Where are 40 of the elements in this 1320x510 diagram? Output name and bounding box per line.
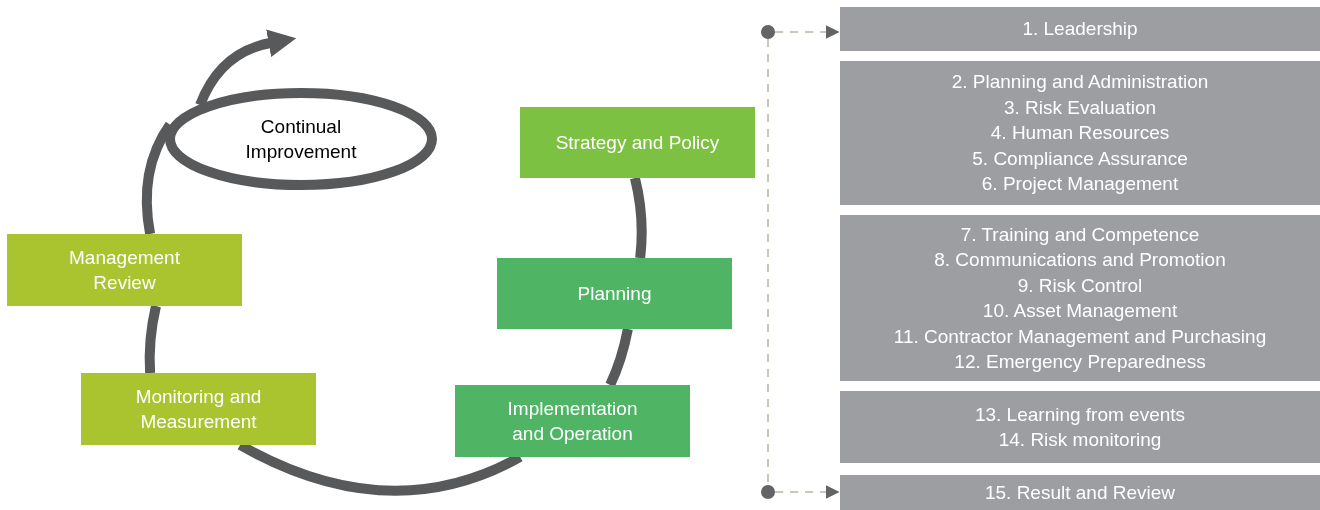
arrow bbox=[774, 485, 840, 499]
connector-line bbox=[630, 176, 647, 259]
loop-label: Continual Improvement bbox=[244, 114, 358, 164]
box-label: Implementation and Operation bbox=[506, 396, 639, 446]
element-box bbox=[840, 391, 1320, 463]
box-label: Strategy and Policy bbox=[554, 130, 721, 155]
box-label: Management Review bbox=[68, 245, 181, 295]
dot-marker bbox=[761, 25, 775, 39]
box-label: 11. Contractor Management and Purchasing bbox=[893, 324, 1267, 349]
box-label: 12. Emergency Preparedness bbox=[954, 350, 1206, 374]
stage-box bbox=[455, 385, 690, 457]
box-label: 9. Risk Control bbox=[1017, 273, 1143, 298]
arrow bbox=[774, 25, 840, 39]
connector-line bbox=[605, 328, 633, 388]
stage-box bbox=[497, 258, 732, 329]
box-label: Planning bbox=[576, 281, 653, 306]
box-label: 5. Compliance Assurance bbox=[972, 146, 1188, 171]
stage-box bbox=[520, 107, 755, 178]
box-label: 15. Result and Review bbox=[984, 480, 1176, 505]
box-label: 7. Training and Competence bbox=[960, 222, 1200, 247]
stage-box bbox=[7, 234, 242, 306]
box-label: 6. Project Management bbox=[981, 172, 1179, 197]
element-box bbox=[840, 61, 1320, 205]
box-label: 8. Communications and Promotion bbox=[934, 248, 1226, 272]
dot-marker bbox=[761, 485, 775, 499]
arrow bbox=[195, 29, 297, 107]
box-label: 3. Risk Evaluation bbox=[1003, 95, 1157, 120]
loop-ellipse bbox=[165, 88, 437, 190]
box-label: 4. Human Resources bbox=[990, 121, 1170, 146]
box-label: 2. Planning and Administration bbox=[951, 70, 1209, 95]
element-box bbox=[840, 7, 1320, 51]
box-label: Monitoring and Measurement bbox=[134, 384, 263, 434]
element-box bbox=[840, 475, 1320, 510]
element-box bbox=[840, 215, 1320, 381]
box-label: 14. Risk monitoring bbox=[998, 428, 1162, 452]
connector-line bbox=[144, 304, 161, 374]
box-label: 1. Leadership bbox=[1022, 17, 1138, 42]
box-label: 10. Asset Management bbox=[982, 299, 1178, 323]
stage-box bbox=[81, 373, 316, 445]
box-label: 13. Learning from events bbox=[974, 402, 1186, 427]
